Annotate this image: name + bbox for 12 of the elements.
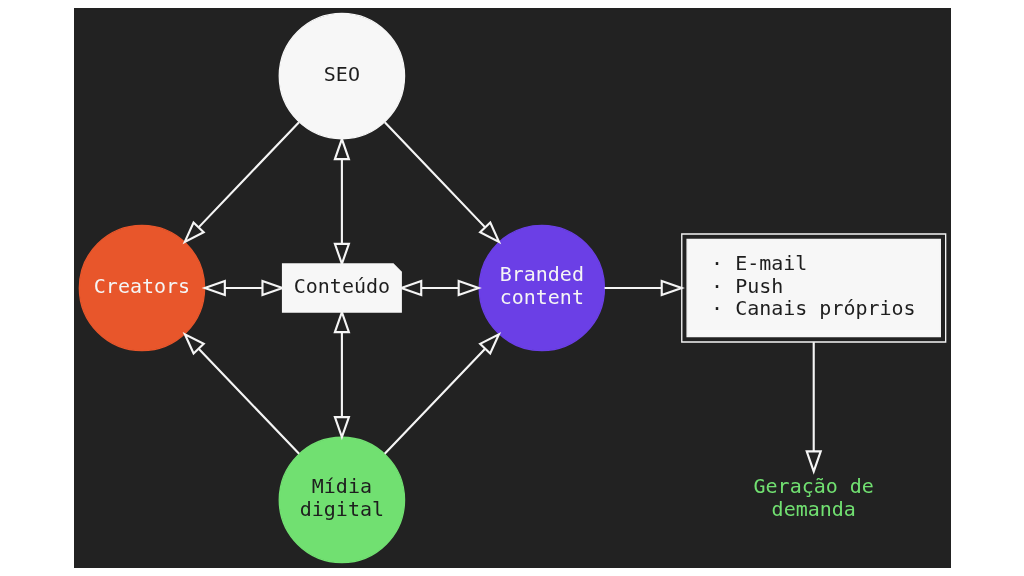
arrow: [383, 121, 501, 245]
node-circle: Branded content: [478, 224, 605, 352]
arrow: [182, 121, 300, 245]
node-circle: SEO: [278, 12, 405, 140]
arrow: [604, 279, 685, 297]
node-box: · E-mail · Push · Canais próprios: [680, 233, 946, 343]
node-circle: Mídia digital: [278, 436, 405, 564]
arrow: [182, 331, 300, 455]
arrow: [804, 342, 822, 475]
node-text: Geração de demanda: [753, 474, 874, 521]
arrow: [383, 331, 501, 455]
node-circle: Creators: [78, 224, 205, 352]
